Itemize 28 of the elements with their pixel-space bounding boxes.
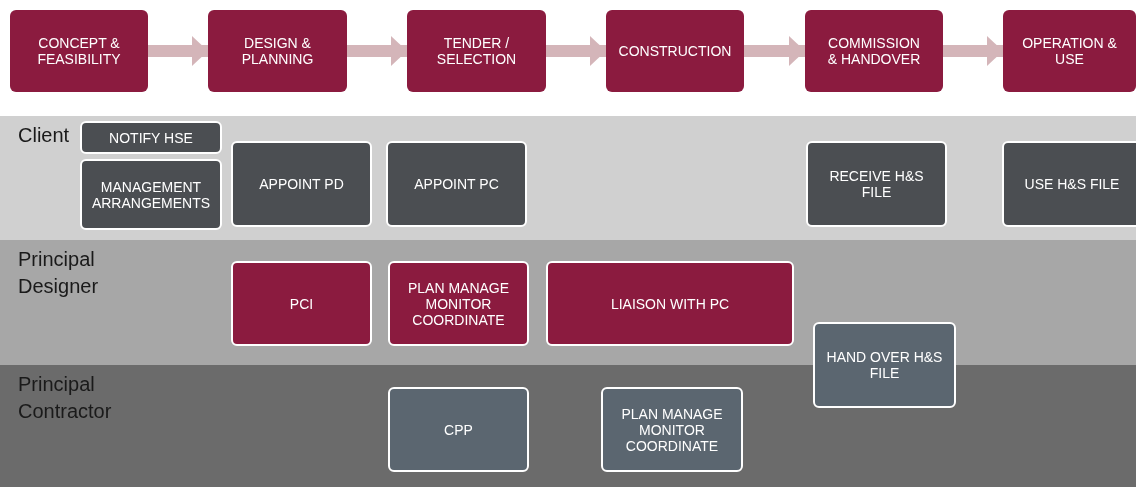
phase-box: COMMISSION & HANDOVER <box>805 10 943 92</box>
swimlane-band <box>0 365 1136 487</box>
task-box: APPOINT PD <box>231 141 372 227</box>
task-box: USE H&S FILE <box>1002 141 1136 227</box>
task-box: APPOINT PC <box>386 141 527 227</box>
phase-box: OPERATION & USE <box>1003 10 1136 92</box>
task-box: PLAN MANAGE MONITOR COORDINATE <box>388 261 529 346</box>
swimlane-band <box>0 116 1136 240</box>
task-box: MANAGEMENT ARRANGEMENTS <box>80 159 222 230</box>
task-box: HAND OVER H&S FILE <box>813 322 956 408</box>
lane-title: Principal Designer <box>18 247 100 299</box>
arrow <box>943 36 1003 66</box>
lane-title: Principal Contractor <box>18 372 113 424</box>
arrow <box>347 36 407 66</box>
task-box: NOTIFY HSE <box>80 121 222 154</box>
phase-box: TENDER / SELECTION <box>407 10 546 92</box>
arrow <box>148 36 208 66</box>
phase-box: CONCEPT & FEASIBILITY <box>10 10 148 92</box>
task-box: PCI <box>231 261 372 346</box>
arrow <box>546 36 606 66</box>
task-box: RECEIVE H&S FILE <box>806 141 947 227</box>
task-box: CPP <box>388 387 529 472</box>
phase-box: CONSTRUCTION <box>606 10 744 92</box>
task-box: PLAN MANAGE MONITOR COORDINATE <box>601 387 743 472</box>
swimlane-band <box>0 240 1136 365</box>
task-box: LIAISON WITH PC <box>546 261 794 346</box>
phase-box: DESIGN & PLANNING <box>208 10 347 92</box>
arrow <box>744 36 805 66</box>
